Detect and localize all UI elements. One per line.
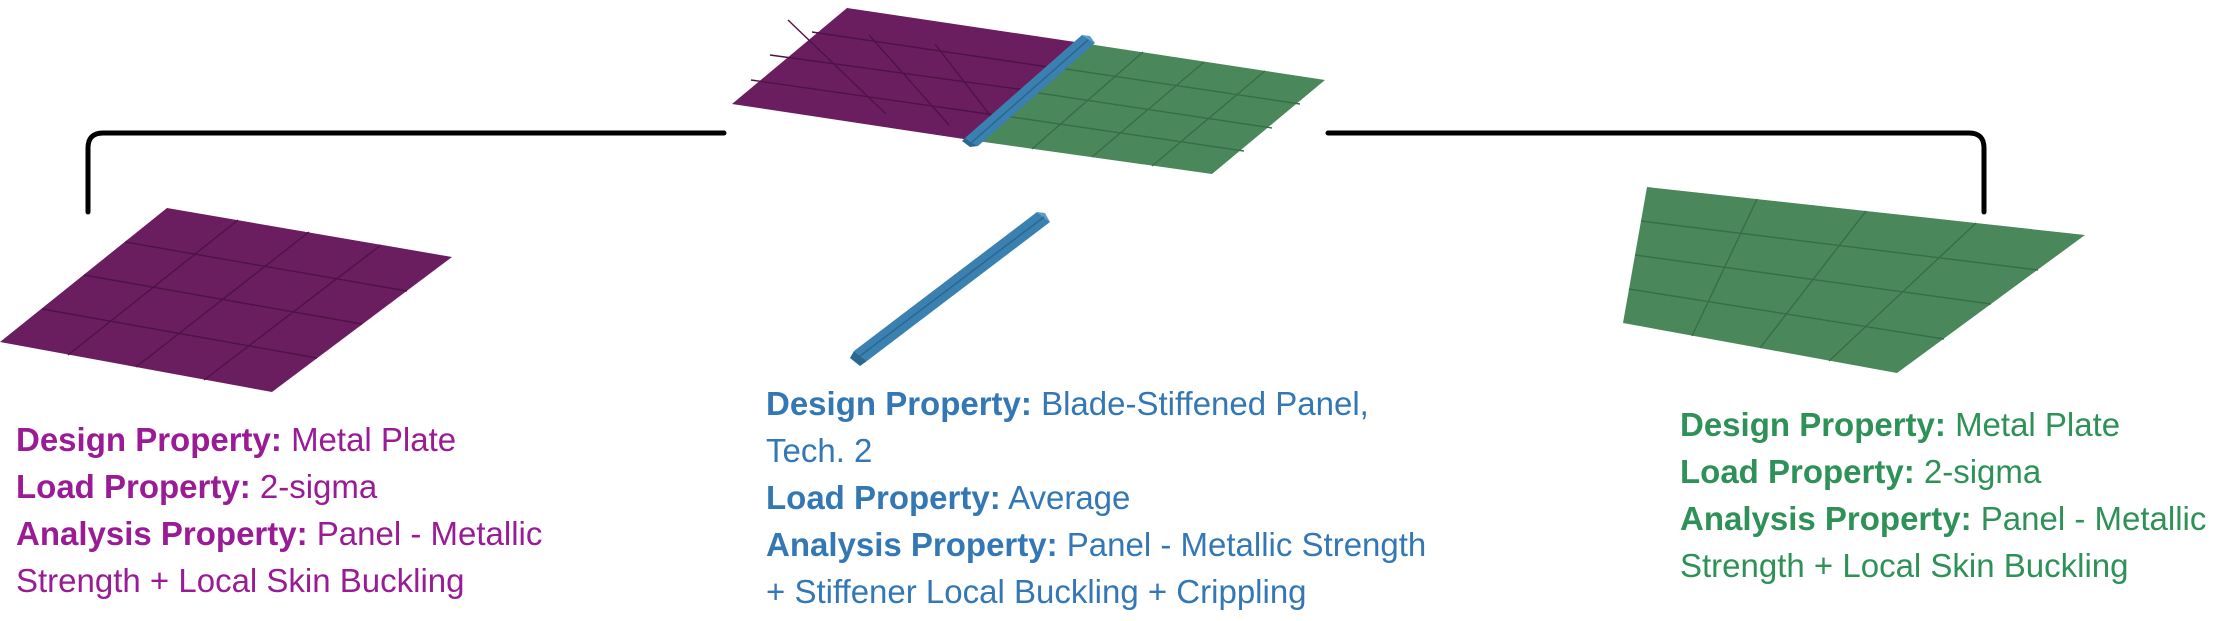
left-load-row: Load Property: 2-sigma [16,463,576,510]
right-load-row: Load Property: 2-sigma [1680,448,2232,495]
assembled-green-skin [977,43,1325,174]
right-load-value: 2-sigma [1923,453,2042,490]
stiffener-analysis-row: Analysis Property: Panel - Metallic Stre… [766,521,1486,568]
left-load-value: 2-sigma [259,468,378,505]
assembly-bracket [85,130,1987,215]
left-metal-plate [0,208,452,392]
right-analysis-value-1: Panel - Metallic [1980,500,2207,537]
left-load-label: Load Property: [16,468,251,505]
stiffener-design-value-1: Blade-Stiffened Panel, [1041,385,1369,422]
stiffener-analysis-label: Analysis Property: [766,526,1058,563]
right-design-value: Metal Plate [1955,406,2121,443]
stiffener-analysis-value-1: Panel - Metallic Strength [1066,526,1427,563]
stiffener-analysis-value-2: + Stiffener Local Buckling + Crippling [766,573,1307,610]
bracket-left-branch [85,130,727,215]
stiffener-design-row: Design Property: Blade-Stiffened Panel, [766,380,1486,427]
left-design-value: Metal Plate [291,421,457,458]
stiffener-load-value: Average [1008,479,1131,516]
assembled-panel [732,8,1325,174]
stiffener-load-row: Load Property: Average [766,474,1486,521]
right-load-label: Load Property: [1680,453,1915,490]
left-analysis-label: Analysis Property: [16,515,308,552]
left-analysis-row: Analysis Property: Panel - Metallic [16,510,576,557]
right-design-label: Design Property: [1680,406,1946,443]
stiffener-beam [850,212,1050,366]
bracket-right-branch [1325,130,1987,215]
stiffener-design-value-2: Tech. 2 [766,432,873,469]
left-analysis-value-2: Strength + Local Skin Buckling [16,562,465,599]
right-analysis-value-2: Strength + Local Skin Buckling [1680,547,2129,584]
right-analysis-row: Analysis Property: Panel - Metallic [1680,495,2232,542]
left-analysis-value-1: Panel - Metallic [316,515,543,552]
right-analysis-label: Analysis Property: [1680,500,1972,537]
stiffener-description: Design Property: Blade-Stiffened Panel, … [766,380,1486,615]
assembled-stiffener [962,35,1095,147]
left-panel-description: Design Property: Metal Plate Load Proper… [16,416,576,604]
right-plate-surface [1623,187,2085,373]
right-panel-description: Design Property: Metal Plate Load Proper… [1680,401,2232,589]
right-design-row: Design Property: Metal Plate [1680,401,2232,448]
stiffener-load-label: Load Property: [766,479,1001,516]
right-metal-plate [1623,187,2085,373]
left-design-label: Design Property: [16,421,282,458]
stiffener-design-label: Design Property: [766,385,1032,422]
left-design-row: Design Property: Metal Plate [16,416,576,463]
